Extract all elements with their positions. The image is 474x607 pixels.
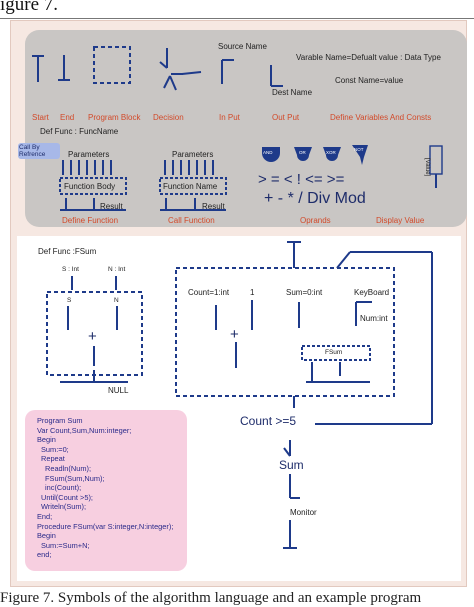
code-line: Begin <box>37 531 56 541</box>
parameters-label-define: Parameters <box>68 150 110 159</box>
display-value-box-text: [Value] <box>424 158 430 177</box>
function-body-label: Function Body <box>64 182 116 191</box>
code-listing: Program Sum Var Count,Sum,Num:integer; B… <box>37 416 173 560</box>
fsum-plus-operator: + <box>88 328 97 345</box>
main-loop <box>175 241 433 549</box>
code-line: FSum(Sum,Num); <box>45 473 105 483</box>
count-init-label: Count=1:int <box>188 288 230 297</box>
sum-output-label: Sum <box>279 458 304 472</box>
output-label: Out Put <box>272 113 300 122</box>
fsum-call-label: FSum <box>325 349 343 356</box>
output-symbol <box>270 65 283 87</box>
legend-panel <box>25 30 467 227</box>
fsum-n-label: N <box>114 297 119 304</box>
program-block-label: Program Block <box>88 113 141 122</box>
define-function-label: Define Function <box>62 216 119 225</box>
code-line: Begin <box>37 435 56 445</box>
display-value-symbol <box>429 145 443 188</box>
end-label: End <box>60 113 75 122</box>
result-label-call: Result <box>202 202 225 211</box>
start-symbol <box>32 55 44 82</box>
code-line: Var Count,Sum,Num:integer; <box>37 425 132 435</box>
one-label: 1 <box>250 288 255 297</box>
def-func-label: Def Func : FuncName <box>40 127 119 136</box>
call-function-label: Call Function <box>168 216 215 225</box>
param-s-label: S : Int <box>62 266 79 273</box>
program-block-symbol <box>93 46 131 84</box>
end-symbol <box>58 55 70 81</box>
code-line: Sum:=0; <box>41 444 69 454</box>
call-by-reference-badge: Call By Refrence <box>18 143 60 159</box>
and-badge: AND <box>263 150 273 155</box>
null-label: NULL <box>108 386 129 395</box>
function-name-label: Function Name <box>163 182 218 191</box>
figure-caption: Figure 7. Symbols of the algorithm langu… <box>0 590 422 606</box>
define-function-symbol <box>59 160 127 211</box>
header-rule <box>0 18 474 19</box>
code-line: inc(Count); <box>45 483 82 493</box>
code-line: Writeln(Sum); <box>41 502 87 512</box>
code-line: Sum:=Sum+N; <box>41 540 90 550</box>
parameters-label-call: Parameters <box>172 150 214 159</box>
define-vars-label: Define Variables And Consts <box>330 113 432 122</box>
param-n-label: N : Int <box>108 266 126 273</box>
input-symbol <box>221 59 234 84</box>
decision-label: Decision <box>153 113 184 122</box>
fsum-def-title: Def Func :FSum <box>38 247 97 256</box>
xor-badge: XOR <box>326 150 336 155</box>
decision-symbol <box>159 48 202 91</box>
logic-badges <box>262 145 368 165</box>
code-line: Until(Count >5); <box>41 492 93 502</box>
code-line: end; <box>37 550 52 560</box>
or-badge: OR <box>299 150 306 155</box>
input-label: In Put <box>219 113 240 122</box>
sum-init-label: Sum=0:int <box>286 288 323 297</box>
fsum-s-label: S <box>67 297 72 304</box>
monitor-label: Monitor <box>290 508 317 517</box>
not-badge: NOT <box>354 147 364 152</box>
code-line: End; <box>37 511 53 521</box>
source-name-label: Source Name <box>218 42 267 51</box>
code-line: Readln(Num); <box>45 463 92 473</box>
display-value-label: Display Value <box>376 216 425 225</box>
variable-definition-label: Varable Name=Defualt value : Data Type <box>296 53 441 62</box>
result-label-define: Result <box>100 202 123 211</box>
keyboard-label: KeyBoard <box>354 288 390 297</box>
condition-label: Count >=5 <box>240 414 297 428</box>
main-plus-operator: + <box>230 326 239 343</box>
figure-header: igure 7. <box>0 0 59 15</box>
code-line: Program Sum <box>37 416 83 425</box>
start-label: Start <box>32 113 49 122</box>
call-function-symbol <box>159 160 227 211</box>
dest-name-label: Dest Name <box>272 88 313 97</box>
num-int-label: Num:int <box>360 314 388 323</box>
code-panel <box>25 410 187 571</box>
oprands-label: Oprands <box>300 216 331 225</box>
code-line: Procedure FSum(var S:integer,N:integer); <box>37 521 174 531</box>
fsum-definition <box>46 276 143 383</box>
math-operators: + - * / Div Mod <box>264 190 366 207</box>
const-definition-label: Const Name=value <box>335 76 404 85</box>
comparison-operators: > = < ! <= >= <box>258 171 345 188</box>
code-line: Repeat <box>41 454 65 464</box>
